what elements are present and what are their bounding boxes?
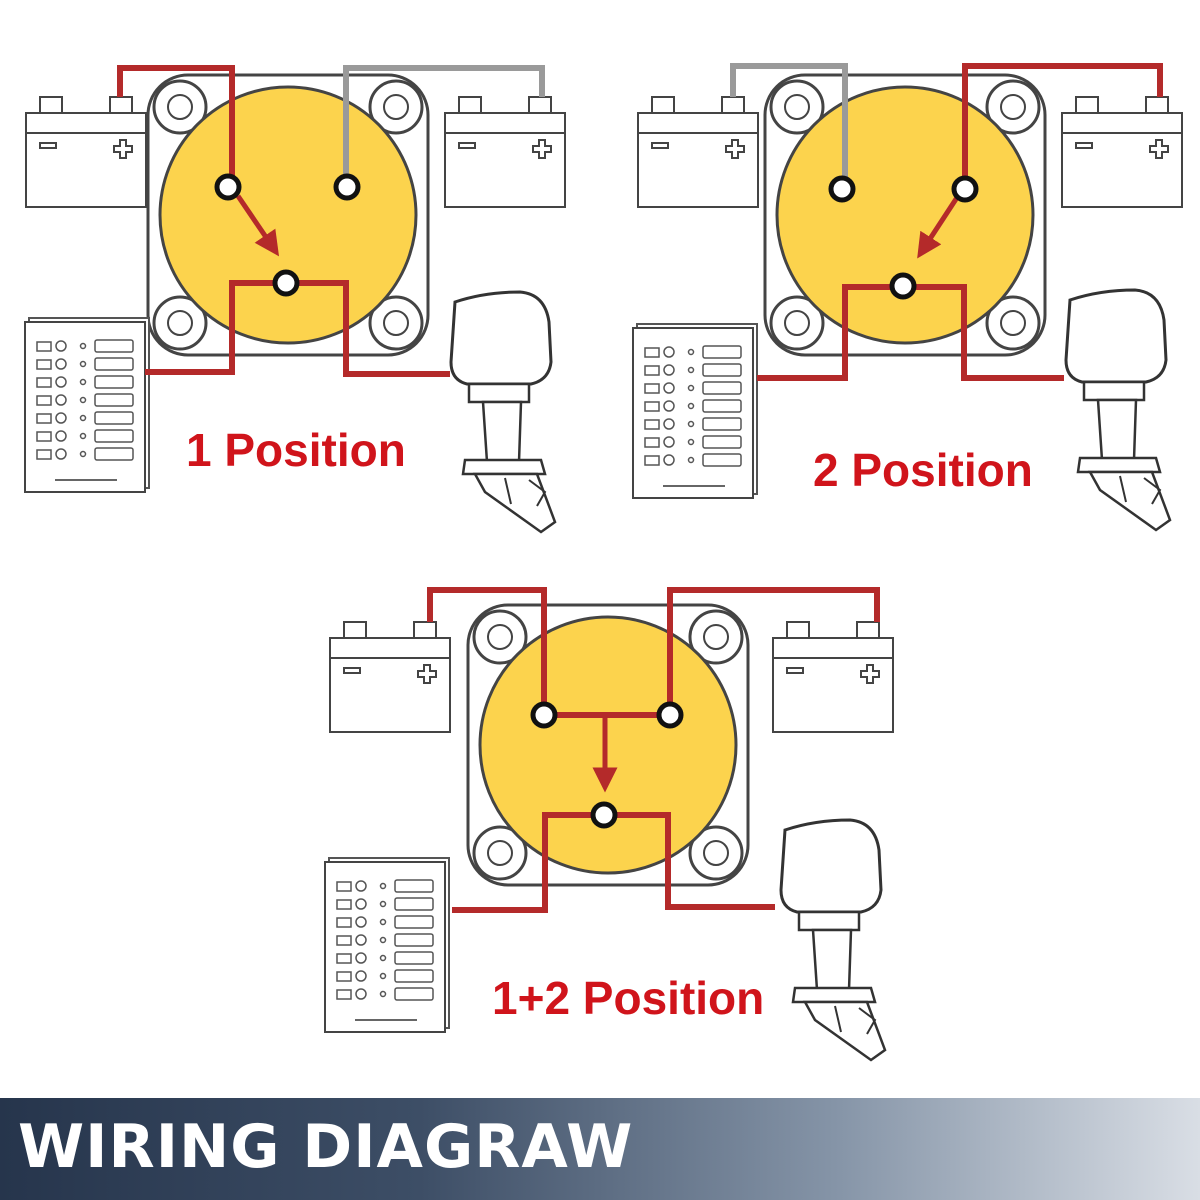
battery-switch-icon [146,73,430,357]
fuse-panel-icon [324,857,450,1033]
battery-switch-icon [763,73,1047,357]
outboard-motor-icon [779,818,887,1062]
panel-1-position: 1 Position [24,65,566,534]
position-label: 1 Position [186,424,406,476]
flow-arrow-icon [917,194,961,259]
outboard-motor-icon [1064,288,1172,532]
position-label: 1+2 Position [492,972,764,1024]
battery-icon [444,96,566,208]
battery-icon [772,621,894,733]
fuse-panel-icon [24,317,150,493]
panel-1-plus-2-position: 1+2 Position [324,587,894,1062]
battery-switch-icon [466,603,750,887]
page-title: WIRING DIAGRAW [18,1112,634,1182]
battery-icon [1061,96,1183,208]
position-label: 2 Position [813,444,1033,496]
panel-2-position: 2 Position [632,63,1183,532]
fuse-panel-icon [632,323,758,499]
battery-icon [637,96,759,208]
flow-arrow-icon [235,194,280,257]
footer-banner [0,1098,1200,1200]
outboard-motor-icon [449,290,557,534]
battery-icon [329,621,451,733]
battery-icon [25,96,147,208]
